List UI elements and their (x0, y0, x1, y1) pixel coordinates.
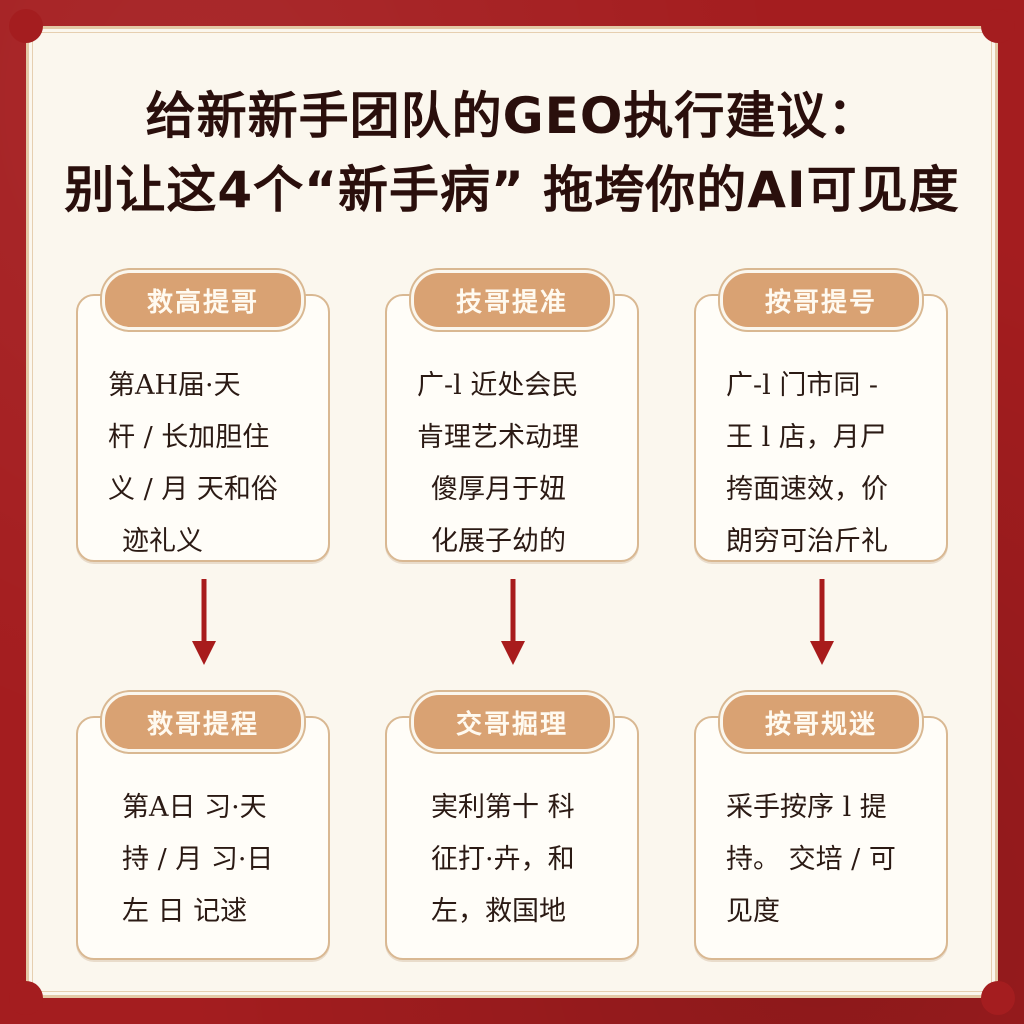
card-6: 按哥规迷 采手按序 l 提 持。 交培 / 可 见度 (694, 692, 948, 960)
card-line: 见度 (726, 896, 780, 927)
card-body: 第A日 习·天 持 / 月 习·日 左 日 记逑 (108, 782, 306, 938)
card-line: 迹礼义 (122, 526, 203, 557)
corner-ornament (9, 981, 43, 1015)
card-body: 广-l 门市同 - 王 l 店，月尸 挎面速效，价 朗穷可治斤礼 (726, 360, 924, 568)
card-badge: 救高提哥 (102, 270, 304, 330)
arrow-down-icon (192, 579, 216, 665)
card-line: 傻厚月于妞 (431, 474, 566, 505)
card-body: 実利第十 科 征打·卉，和 左，救国地 (417, 782, 615, 938)
card-5: 交哥掘理 実利第十 科 征打·卉，和 左，救国地 (385, 692, 639, 960)
card-line: 実利第十 科 (431, 792, 575, 823)
card-line: 征打·卉，和 (431, 844, 575, 875)
card-line: 左 日 记逑 (122, 896, 248, 927)
card-body: 第AH届·天 杆 / 长加胆住 义 / 月 天和俗 迹礼义 (108, 360, 306, 568)
card-4: 救哥提程 第A日 习·天 持 / 月 习·日 左 日 记逑 (76, 692, 330, 960)
arrow-down-icon (501, 579, 525, 665)
card-1: 救高提哥 第AH届·天 杆 / 长加胆住 义 / 月 天和俗 迹礼义 (76, 270, 330, 562)
card-line: 左，救国地 (431, 896, 566, 927)
card-badge: 交哥掘理 (411, 692, 613, 752)
card-line: 肯理艺术动理 (417, 422, 579, 453)
card-line: 第A日 习·天 (122, 792, 267, 823)
card-line: 义 / 月 天和俗 (108, 474, 278, 505)
card-line: 王 l 店，月尸 (726, 422, 887, 453)
page-title: 给新新手团队的GEO执行建议： (145, 87, 879, 145)
arrow-down-icon (810, 579, 834, 665)
card-line: 持 / 月 习·日 (122, 844, 274, 875)
card-2: 技哥提准 广-l 近处会民 肯理艺术动理 傻厚月于妞 化展子幼的 (385, 270, 639, 562)
card-line: 挎面速效，价 (726, 474, 888, 505)
card-line: 采手按序 l 提 (726, 792, 887, 823)
card-badge: 救哥提程 (102, 692, 304, 752)
card-line: 持。 交培 / 可 (726, 844, 896, 875)
page-subtitle: 别让这4个“新手病” 拖垮你的AI可见度 (64, 161, 960, 219)
corner-ornament (981, 9, 1015, 43)
card-line: 广-l 门市同 - (726, 370, 879, 401)
card-badge: 按哥规迷 (720, 692, 922, 752)
card-line: 朗穷可治斤礼 (726, 526, 888, 557)
card-badge: 按哥提号 (720, 270, 922, 330)
card-line: 杆 / 长加胆住 (108, 422, 270, 453)
corner-ornament (9, 9, 43, 43)
corner-ornament (981, 981, 1015, 1015)
content-panel: 给新新手团队的GEO执行建议： 别让这4个“新手病” 拖垮你的AI可见度 救高提… (9, 9, 1015, 1015)
card-line: 化展子幼的 (431, 526, 566, 557)
card-badge: 技哥提准 (411, 270, 613, 330)
card-3: 按哥提号 广-l 门市同 - 王 l 店，月尸 挎面速效，价 朗穷可治斤礼 (694, 270, 948, 562)
card-body: 广-l 近处会民 肯理艺术动理 傻厚月于妞 化展子幼的 (417, 360, 615, 568)
card-line: 第AH届·天 (108, 370, 241, 401)
card-body: 采手按序 l 提 持。 交培 / 可 见度 (726, 782, 924, 938)
card-line: 广-l 近处会民 (417, 370, 579, 401)
